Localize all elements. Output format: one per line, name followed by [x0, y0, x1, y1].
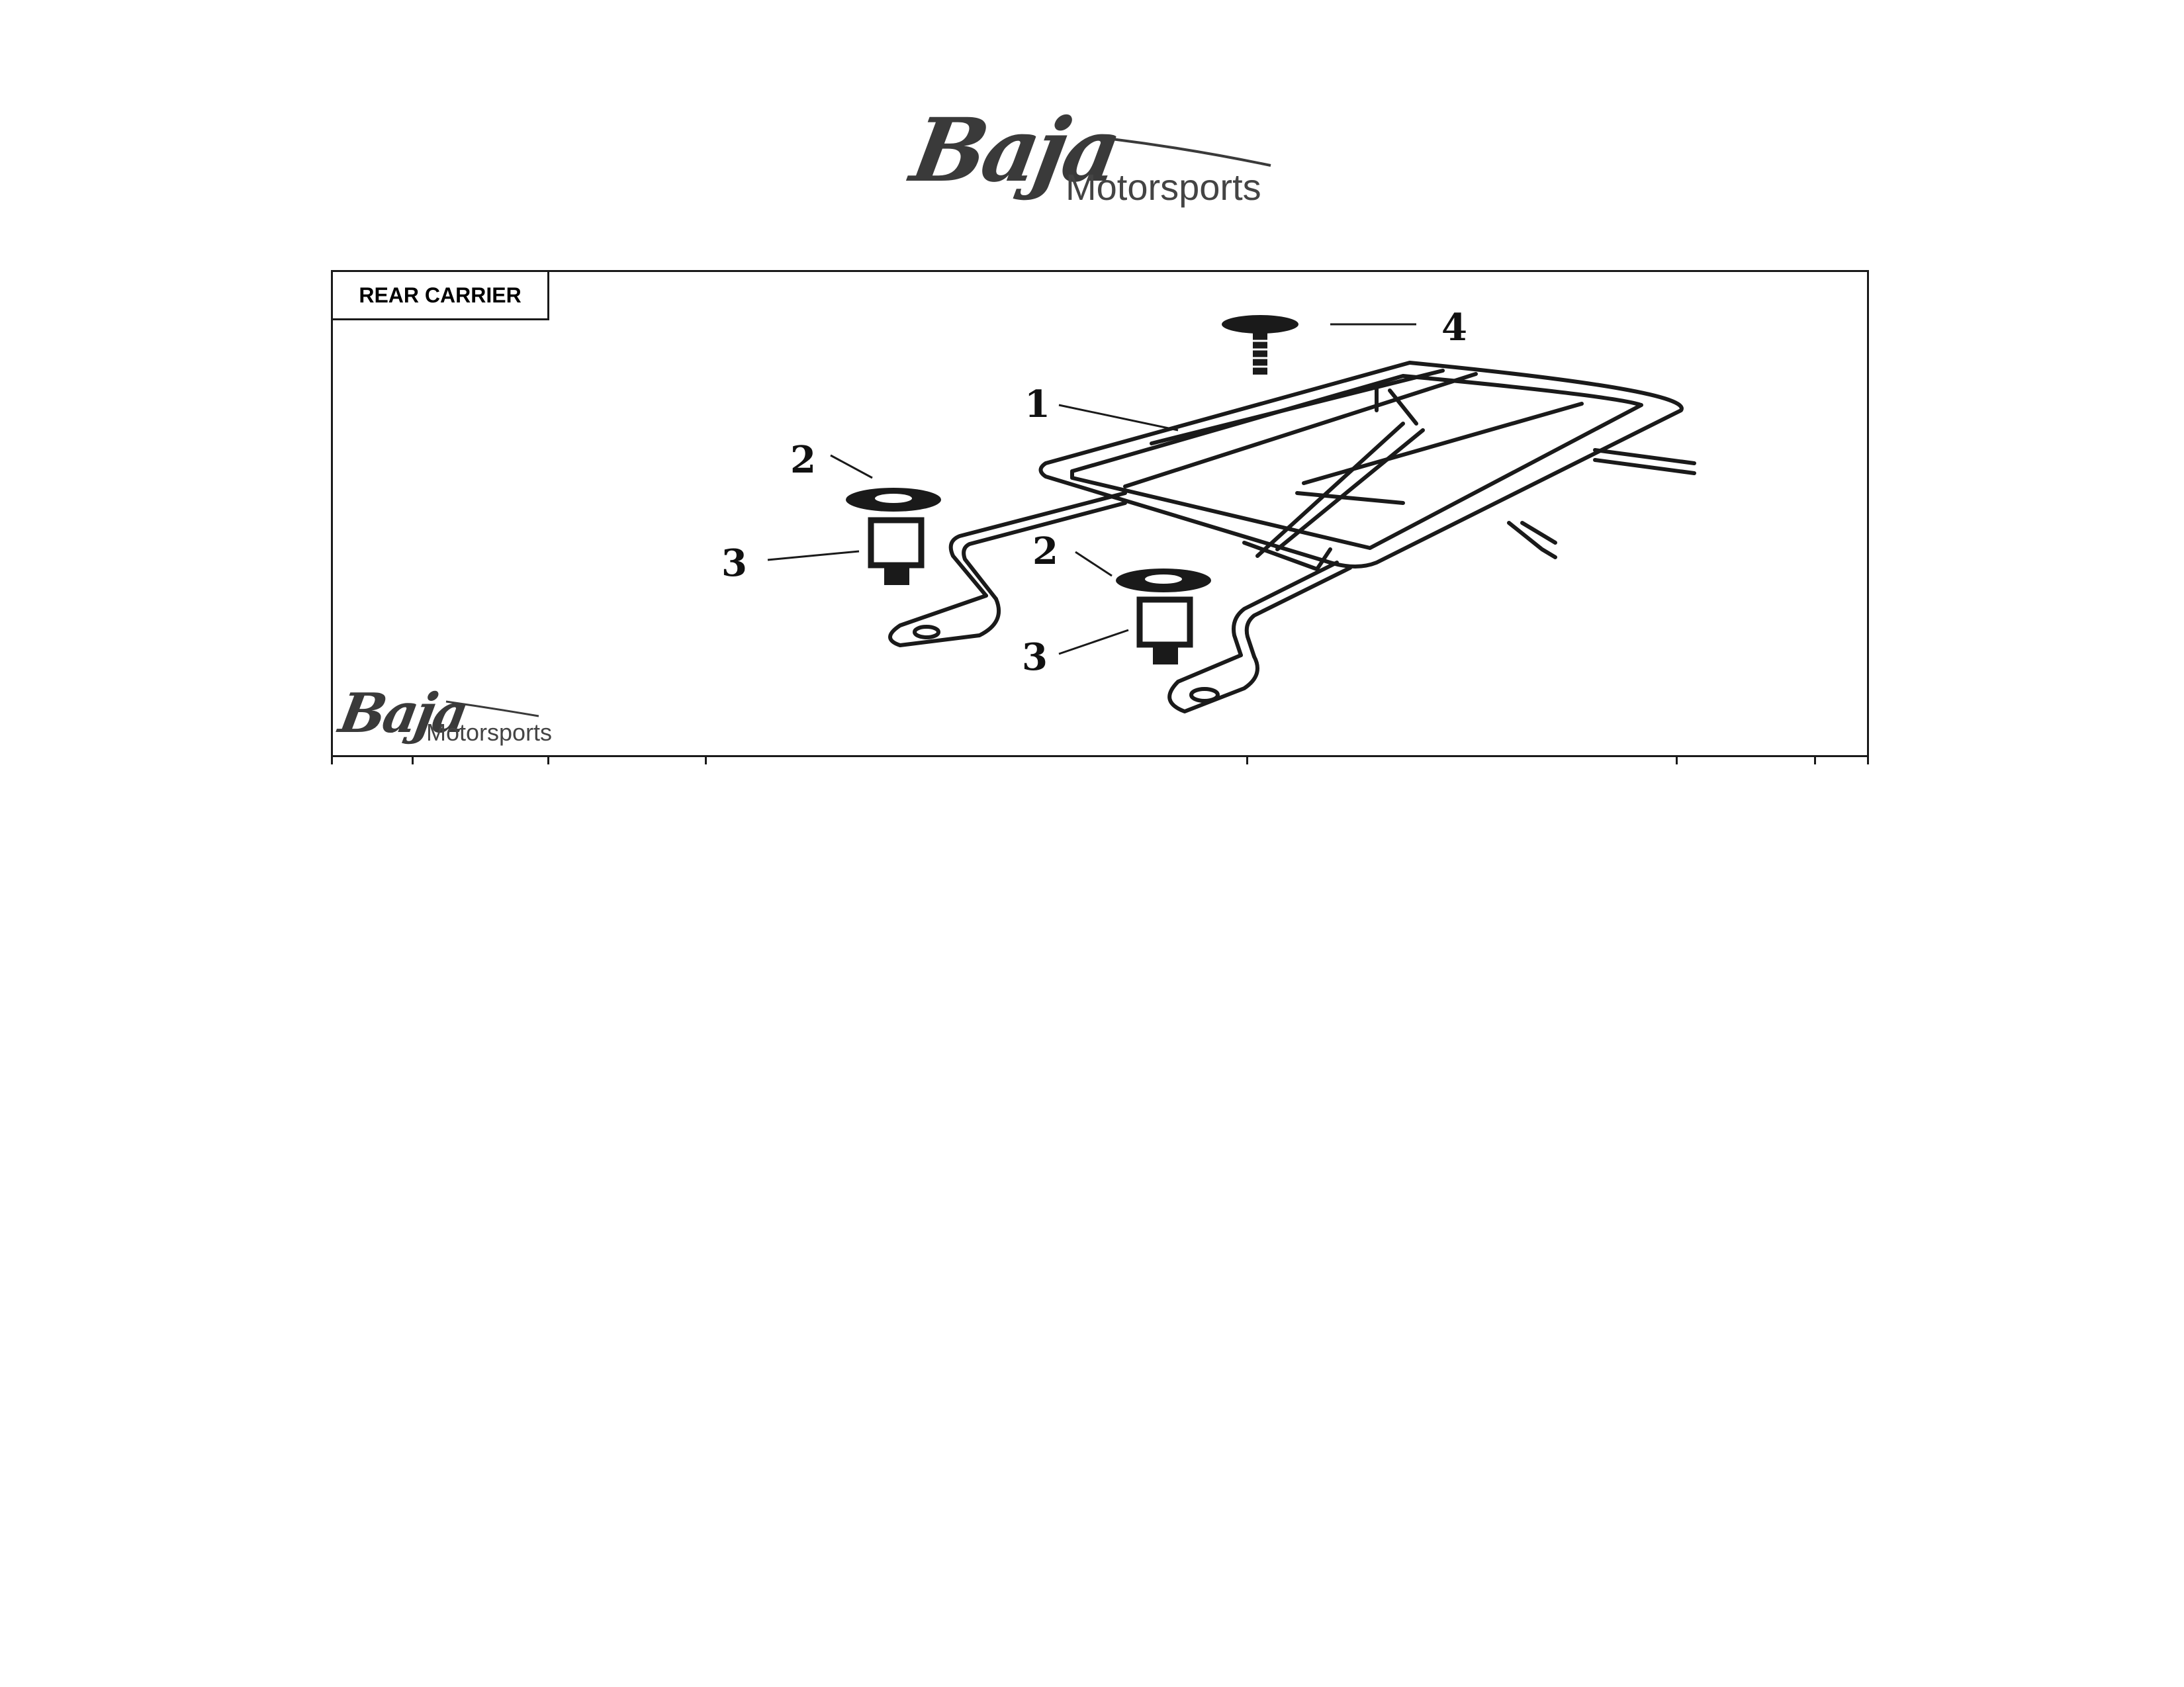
callout-3-right: 3 [1022, 635, 1048, 679]
carrier-frame-part [888, 361, 1696, 713]
callout-2-left: 2 [790, 438, 816, 482]
leader-line-1 [1058, 404, 1179, 432]
leader-lines [767, 323, 1416, 655]
frame-tick [1867, 755, 1869, 764]
bushing-right-part [1136, 596, 1193, 664]
callout-1: 1 [1024, 383, 1050, 426]
washer-right-part [1116, 569, 1211, 592]
brand-logo-swoosh [445, 700, 539, 717]
frame-tick [331, 755, 333, 764]
diagram-frame [331, 270, 1869, 757]
leader-line-3-right [1058, 629, 1129, 655]
leader-line-2-right [1075, 551, 1113, 577]
rear-carrier-drawing [767, 315, 1696, 713]
leader-line-2-left [830, 454, 873, 479]
frame-tick [1814, 755, 1816, 764]
callout-2-right: 2 [1032, 529, 1058, 573]
brand-logo-subtext: Motorsports [426, 719, 553, 746]
callout-4: 4 [1441, 306, 1467, 349]
bushing-left-part [868, 517, 925, 585]
frame-tick [1246, 755, 1248, 764]
washer-left-part [846, 488, 941, 512]
callout-3-left: 3 [721, 541, 747, 585]
brand-logo-footer: Baja Motorsports [335, 682, 605, 754]
frame-tick [1676, 755, 1678, 764]
frame-tick [547, 755, 549, 764]
frame-tick [705, 755, 707, 764]
brand-logo-subtext: Motorsports [1066, 166, 1261, 208]
brand-logo-header: Baja Motorsports [904, 99, 1284, 218]
section-title: REAR CARRIER [331, 270, 549, 320]
frame-tick [412, 755, 414, 764]
bolt-part [1222, 315, 1298, 375]
leader-line-3-left [767, 550, 860, 561]
brand-logo-swoosh [1111, 138, 1271, 167]
frame-ticks [331, 755, 1869, 764]
